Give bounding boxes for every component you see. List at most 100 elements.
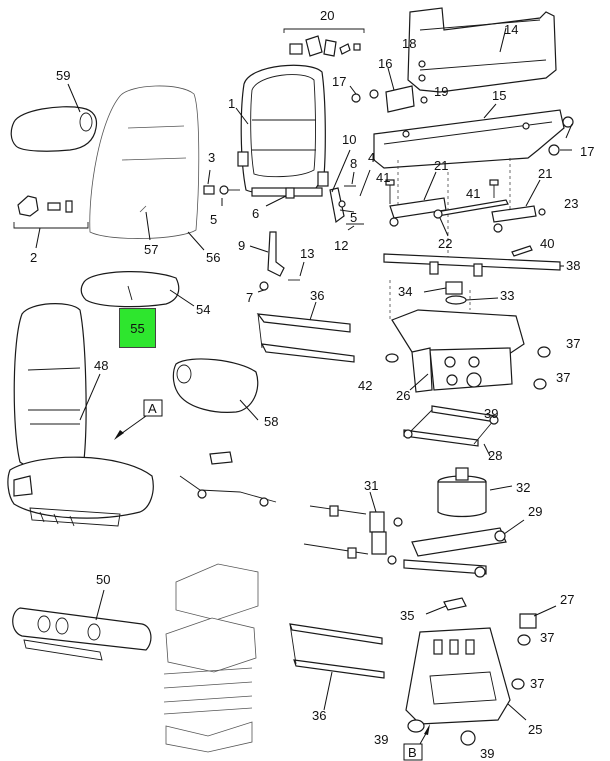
callout-15: 15 [492, 88, 506, 103]
side-bracket [329, 185, 364, 225]
callout-39a: 39 [484, 406, 498, 421]
torsion-rod-lower [289, 623, 385, 679]
callout-5b: 5 [350, 210, 357, 225]
scissor-link-lower [403, 527, 507, 578]
callout-18: 18 [402, 36, 416, 51]
callout-17a: 17 [332, 74, 346, 89]
callout-14: 14 [504, 22, 518, 37]
seat-cushion-pad [80, 271, 180, 308]
callout-54: 54 [196, 302, 210, 317]
scissor-link-upper [403, 405, 499, 447]
clip-35 [443, 597, 467, 611]
callout-31: 31 [364, 478, 378, 493]
callout-41b: 41 [466, 186, 480, 201]
callout-59: 59 [56, 68, 70, 83]
callout-4: 4 [368, 150, 375, 165]
base-pan [405, 627, 511, 725]
callout-labels: 59 2 57 56 54 48 58 50 20 1 3 5 6 9 13 7… [30, 8, 594, 761]
callout-5a: 5 [210, 212, 217, 227]
callout-32: 32 [516, 480, 530, 495]
highlighted-part-label: 55 [130, 320, 145, 336]
callout-37d: 37 [530, 676, 544, 691]
cap-27 [519, 613, 537, 629]
callout-56: 56 [206, 250, 220, 265]
callout-7: 7 [246, 290, 253, 305]
callout-21b: 21 [538, 166, 552, 181]
torsion-rod-upper [256, 313, 355, 363]
actuator-rod [433, 199, 509, 219]
cross-bar [383, 253, 561, 277]
lever-hardware [259, 231, 300, 291]
fasteners-top [418, 60, 428, 104]
seat-back-cushion [89, 85, 200, 239]
callout-3: 3 [208, 150, 215, 165]
view-b-marker [403, 724, 430, 761]
callout-41a: 41 [376, 170, 390, 185]
base-frame-upper [391, 309, 525, 393]
screw-23 [538, 208, 546, 216]
callout-23: 23 [564, 196, 578, 211]
air-spring [437, 467, 487, 518]
callout-22: 22 [438, 236, 452, 251]
bolts-41 [385, 179, 499, 204]
mount-brackets [389, 197, 537, 233]
callout-2: 2 [30, 250, 37, 265]
washers-39 [407, 372, 482, 746]
view-a-marker [114, 399, 163, 440]
callout-8: 8 [350, 156, 357, 171]
callout-50: 50 [96, 572, 110, 587]
callout-42: 42 [358, 378, 372, 393]
callout-26: 26 [396, 388, 410, 403]
callout-9: 9 [238, 238, 245, 253]
washer-17 [351, 89, 379, 103]
control-panel [12, 607, 152, 661]
bellows-cover [163, 563, 259, 753]
callout-13: 13 [300, 246, 314, 261]
callout-36b: 36 [312, 708, 326, 723]
callout-38: 38 [566, 258, 580, 273]
callout-10: 10 [342, 132, 356, 147]
callout-25: 25 [528, 722, 542, 737]
callout-39b: 39 [374, 732, 388, 747]
link-bracket [179, 451, 277, 507]
callout-57: 57 [144, 242, 158, 257]
pivot-hardware [445, 281, 467, 305]
callout-35: 35 [400, 608, 414, 623]
callout-20: 20 [320, 8, 334, 23]
view-label-a: A [148, 401, 157, 416]
callout-19: 19 [434, 84, 448, 99]
callout-17b: 17 [580, 144, 594, 159]
callout-33: 33 [500, 288, 514, 303]
callout-21a: 21 [434, 158, 448, 173]
callout-34: 34 [398, 284, 412, 299]
callout-1: 1 [228, 96, 235, 111]
bracket-kit [283, 28, 365, 57]
back-frame [237, 64, 329, 197]
callout-28: 28 [488, 448, 502, 463]
seat-assembly [7, 303, 154, 527]
callout-6: 6 [252, 206, 259, 221]
pin-40 [511, 245, 533, 257]
callout-27: 27 [560, 592, 574, 607]
callout-37c: 37 [540, 630, 554, 645]
latch-block [385, 85, 415, 113]
hardware-left [203, 185, 295, 199]
callout-16: 16 [378, 56, 392, 71]
bushings-37 [511, 346, 551, 690]
armrest-right [172, 358, 259, 413]
callout-58: 58 [264, 414, 278, 429]
highlighted-part-55[interactable]: 55 [119, 308, 156, 348]
seat-frame-upper [407, 7, 557, 93]
view-label-b: B [408, 745, 417, 760]
shock-absorber [303, 505, 403, 565]
callout-48: 48 [94, 358, 108, 373]
callout-12: 12 [334, 238, 348, 253]
slide-rail-assembly [373, 109, 574, 169]
armrest-part [10, 106, 98, 152]
washer-42 [385, 353, 399, 363]
bracket-hardware [13, 195, 89, 229]
callout-36a: 36 [310, 288, 324, 303]
callout-40: 40 [540, 236, 554, 251]
callout-39c: 39 [480, 746, 494, 761]
